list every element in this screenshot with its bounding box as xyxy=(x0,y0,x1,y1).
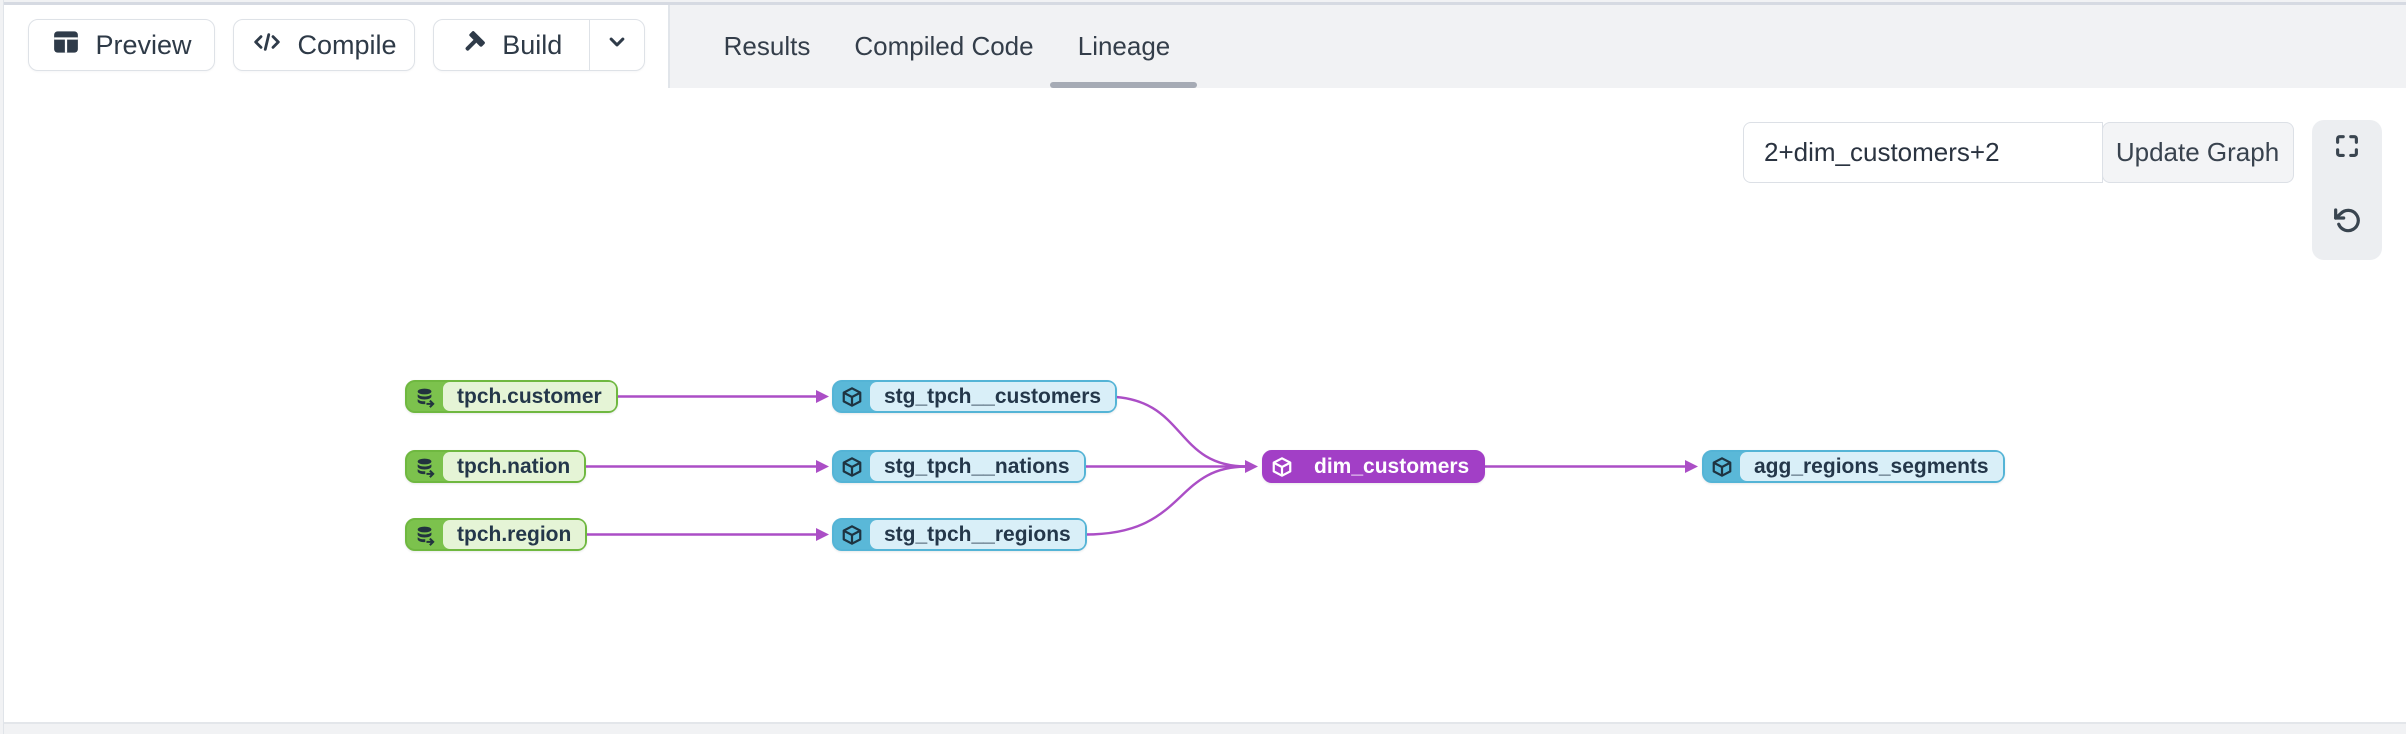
build-split-button: Build xyxy=(433,19,645,71)
node-label: agg_regions_segments xyxy=(1740,452,2003,481)
database-icon xyxy=(407,520,443,549)
preview-button[interactable]: Preview xyxy=(28,19,215,71)
compile-button[interactable]: Compile xyxy=(233,19,415,71)
fullscreen-button[interactable] xyxy=(2330,131,2364,165)
update-graph-button[interactable]: Update Graph xyxy=(2101,122,2294,183)
lineage-node-tpch-nation[interactable]: tpch.nation xyxy=(405,450,587,483)
lineage-node-tpch-region[interactable]: tpch.region xyxy=(405,518,588,551)
top-divider xyxy=(0,2,2406,5)
node-label: stg_tpch__nations xyxy=(870,452,1084,481)
result-tabs: Results Compiled Code Lineage xyxy=(724,5,1197,88)
bottom-strip xyxy=(0,723,2406,734)
node-label: stg_tpch__regions xyxy=(870,520,1085,549)
node-label: tpch.customer xyxy=(443,382,616,411)
build-options-dropdown[interactable] xyxy=(588,20,644,70)
cube-icon xyxy=(1264,452,1300,481)
cube-icon xyxy=(834,520,870,549)
update-graph-button-label: Update Graph xyxy=(2115,137,2280,167)
node-label: dim_customers xyxy=(1314,454,1470,478)
database-icon xyxy=(407,452,443,481)
node-label: tpch.nation xyxy=(443,452,585,481)
build-button[interactable]: Build xyxy=(434,20,589,70)
tabbar-background xyxy=(668,5,2406,88)
database-icon xyxy=(407,382,443,411)
node-selector-group: Update Graph xyxy=(1743,122,2294,183)
chevron-down-icon xyxy=(603,28,631,63)
lineage-canvas[interactable] xyxy=(5,88,2406,722)
node-label: tpch.region xyxy=(443,520,586,549)
bottom-divider xyxy=(0,722,2406,724)
cube-icon xyxy=(834,382,870,411)
toolbar-separator xyxy=(668,5,670,88)
tab-results-label: Results xyxy=(723,31,811,61)
lineage-node-tpch-customer[interactable]: tpch.customer xyxy=(405,380,618,413)
node-label: stg_tpch__customers xyxy=(870,382,1116,411)
compile-button-label: Compile xyxy=(297,29,397,60)
lineage-node-dim-customers[interactable]: dim_customers xyxy=(1262,450,1486,483)
left-strip xyxy=(0,0,4,734)
node-selector-input[interactable] xyxy=(1743,122,2103,183)
top-strip xyxy=(0,0,2406,2)
lineage-node-agg-regions-segments[interactable]: agg_regions_segments xyxy=(1702,450,2005,483)
reset-view-button[interactable] xyxy=(2330,205,2364,239)
build-button-label: Build xyxy=(502,29,563,60)
lineage-node-stg-tpch-customers[interactable]: stg_tpch__customers xyxy=(832,380,1118,413)
code-icon xyxy=(251,26,283,65)
tab-lineage[interactable]: Lineage xyxy=(1050,5,1197,88)
cube-icon xyxy=(1704,452,1740,481)
rotate-ccw-icon xyxy=(2331,204,2363,241)
tab-compiled-code[interactable]: Compiled Code xyxy=(854,5,1033,88)
preview-button-label: Preview xyxy=(95,29,192,60)
fullscreen-icon xyxy=(2332,131,2362,166)
table-grid-icon xyxy=(51,27,81,64)
cube-icon xyxy=(834,452,870,481)
tab-compiled-code-label: Compiled Code xyxy=(854,31,1034,61)
hammer-icon xyxy=(460,28,488,63)
graph-controls-panel xyxy=(2312,120,2382,260)
tab-results[interactable]: Results xyxy=(724,5,811,88)
tab-lineage-label: Lineage xyxy=(1077,31,1171,61)
lineage-node-stg-tpch-nations[interactable]: stg_tpch__nations xyxy=(832,450,1086,483)
lineage-node-stg-tpch-regions[interactable]: stg_tpch__regions xyxy=(832,518,1087,551)
